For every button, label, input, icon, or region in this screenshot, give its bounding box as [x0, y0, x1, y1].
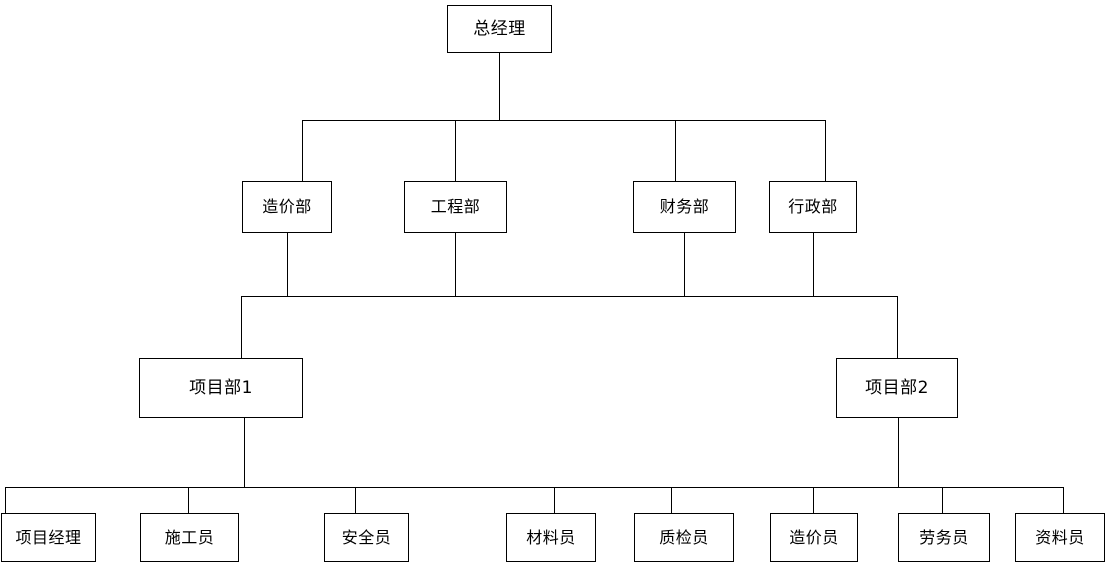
node-project-department-2[interactable]: 项目部2 [836, 358, 958, 418]
connector-drop-project1 [241, 296, 242, 358]
connector-level1-bus [302, 120, 826, 121]
node-label: 造价员 [789, 527, 839, 547]
connector-project2-to-roles [898, 418, 899, 487]
node-role-material-officer[interactable]: 材料员 [506, 513, 596, 562]
node-project-department-1[interactable]: 项目部1 [139, 358, 303, 418]
connector-drop-finance [675, 120, 676, 181]
node-label: 劳务员 [919, 527, 969, 547]
node-label: 资料员 [1035, 527, 1085, 547]
node-label: 项目部2 [865, 377, 929, 398]
connector-gm-stem [499, 53, 500, 121]
connector-drop-construction-officer [188, 487, 189, 513]
node-department-cost[interactable]: 造价部 [242, 181, 332, 233]
node-role-safety-officer[interactable]: 安全员 [324, 513, 409, 562]
connector-level2-bus [241, 296, 898, 297]
connector-drop-labor-officer [942, 487, 943, 513]
connector-drop-material-officer [554, 487, 555, 513]
node-general-manager[interactable]: 总经理 [447, 5, 552, 53]
node-label: 质检员 [659, 527, 709, 547]
node-role-construction-officer[interactable]: 施工员 [140, 513, 239, 562]
node-label: 总经理 [473, 18, 526, 39]
connector-drop-safety-officer [355, 487, 356, 513]
connector-engineering-to-projects [455, 233, 456, 296]
connector-drop-project2 [897, 296, 898, 358]
connector-drop-document-officer [1063, 487, 1064, 513]
node-label: 材料员 [526, 527, 576, 547]
node-label: 行政部 [788, 197, 838, 216]
node-role-labor-officer[interactable]: 劳务员 [898, 513, 990, 562]
connector-drop-cost-estimator [813, 487, 814, 513]
connector-administration-to-projects [813, 233, 814, 296]
node-label: 造价部 [262, 197, 312, 216]
node-label: 施工员 [164, 527, 215, 547]
connector-drop-cost [302, 120, 303, 181]
connector-cost-to-projects [287, 233, 288, 296]
node-department-administration[interactable]: 行政部 [769, 181, 857, 233]
connector-drop-quality-inspector [671, 487, 672, 513]
node-label: 财务部 [659, 197, 710, 216]
node-label: 工程部 [430, 197, 481, 216]
node-role-cost-estimator[interactable]: 造价员 [770, 513, 858, 562]
node-label: 项目经理 [15, 527, 82, 547]
connector-finance-to-projects [684, 233, 685, 296]
node-role-quality-inspector[interactable]: 质检员 [634, 513, 734, 562]
node-label: 项目部1 [189, 377, 253, 398]
node-label: 安全员 [341, 527, 392, 547]
connector-drop-engineering [455, 120, 456, 181]
connector-project1-to-roles [244, 418, 245, 487]
node-role-project-manager[interactable]: 项目经理 [1, 513, 96, 562]
connector-level3-bus [5, 487, 1063, 488]
connector-drop-project-manager [5, 487, 6, 513]
node-department-finance[interactable]: 财务部 [633, 181, 736, 233]
connector-drop-administration [825, 120, 826, 181]
node-department-engineering[interactable]: 工程部 [404, 181, 507, 233]
node-role-document-officer[interactable]: 资料员 [1015, 513, 1105, 562]
